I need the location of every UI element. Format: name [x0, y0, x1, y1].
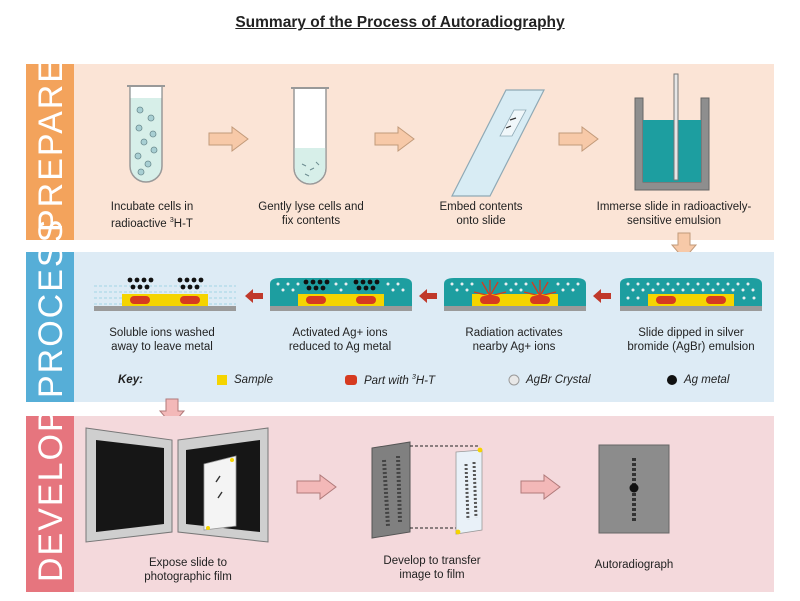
prepare-tab: PREPARE	[26, 58, 74, 240]
radiation-slide-panel	[444, 278, 586, 311]
arrow-right-icon	[374, 126, 415, 152]
arrow-right-icon	[558, 126, 599, 152]
prepare-section: PREPARE	[26, 58, 774, 240]
washed-slide-panel	[94, 277, 236, 311]
diagram-title: Summary of the Process of Autoradiograph…	[235, 14, 565, 31]
process-tab: PROCESS	[26, 218, 74, 402]
prepare-step-1-caption: Incubate cells in radioactive 3H-T	[110, 201, 194, 230]
key-crystal: AgBr Crystal	[526, 374, 591, 386]
crystal-swatch-icon	[508, 374, 520, 386]
glass-slide-icon	[451, 89, 545, 197]
key-part: Part with 3H-T	[364, 374, 436, 387]
arrow-right-icon	[520, 474, 561, 500]
arrow-left-icon	[245, 289, 263, 303]
test-tube-lysed-icon	[291, 87, 329, 185]
develop-tab: DEVELOP	[26, 407, 74, 592]
arrow-left-icon	[419, 289, 437, 303]
sample-swatch-icon	[217, 375, 227, 385]
test-tube-cells-icon	[127, 85, 165, 183]
emulsion-slide-panel	[620, 278, 762, 311]
reduced-metal-slide-panel	[270, 278, 412, 311]
prepare-label: PREPARE	[32, 58, 70, 232]
film-cassette-icon	[85, 427, 269, 543]
arrow-right-icon	[296, 474, 337, 500]
develop-label: DEVELOP	[32, 407, 70, 582]
metal-swatch-icon	[667, 375, 677, 385]
emulsion-beaker-icon	[634, 73, 710, 191]
process-label: PROCESS	[32, 218, 70, 398]
process-section: PROCESS	[26, 218, 774, 402]
arrow-left-icon	[593, 289, 611, 303]
key-sample: Sample	[234, 374, 273, 386]
film-transfer-icon	[371, 441, 483, 539]
key-metal: Ag metal	[684, 374, 730, 386]
develop-step-3-caption: Autoradiograph	[594, 559, 674, 571]
part-swatch-icon	[345, 375, 357, 385]
autoradiograph-icon	[598, 444, 670, 534]
prepare-step-4-caption: Immerse slide in radioactively-sensitive…	[596, 201, 752, 227]
key-title: Key:	[118, 374, 143, 386]
arrow-right-icon	[208, 126, 249, 152]
